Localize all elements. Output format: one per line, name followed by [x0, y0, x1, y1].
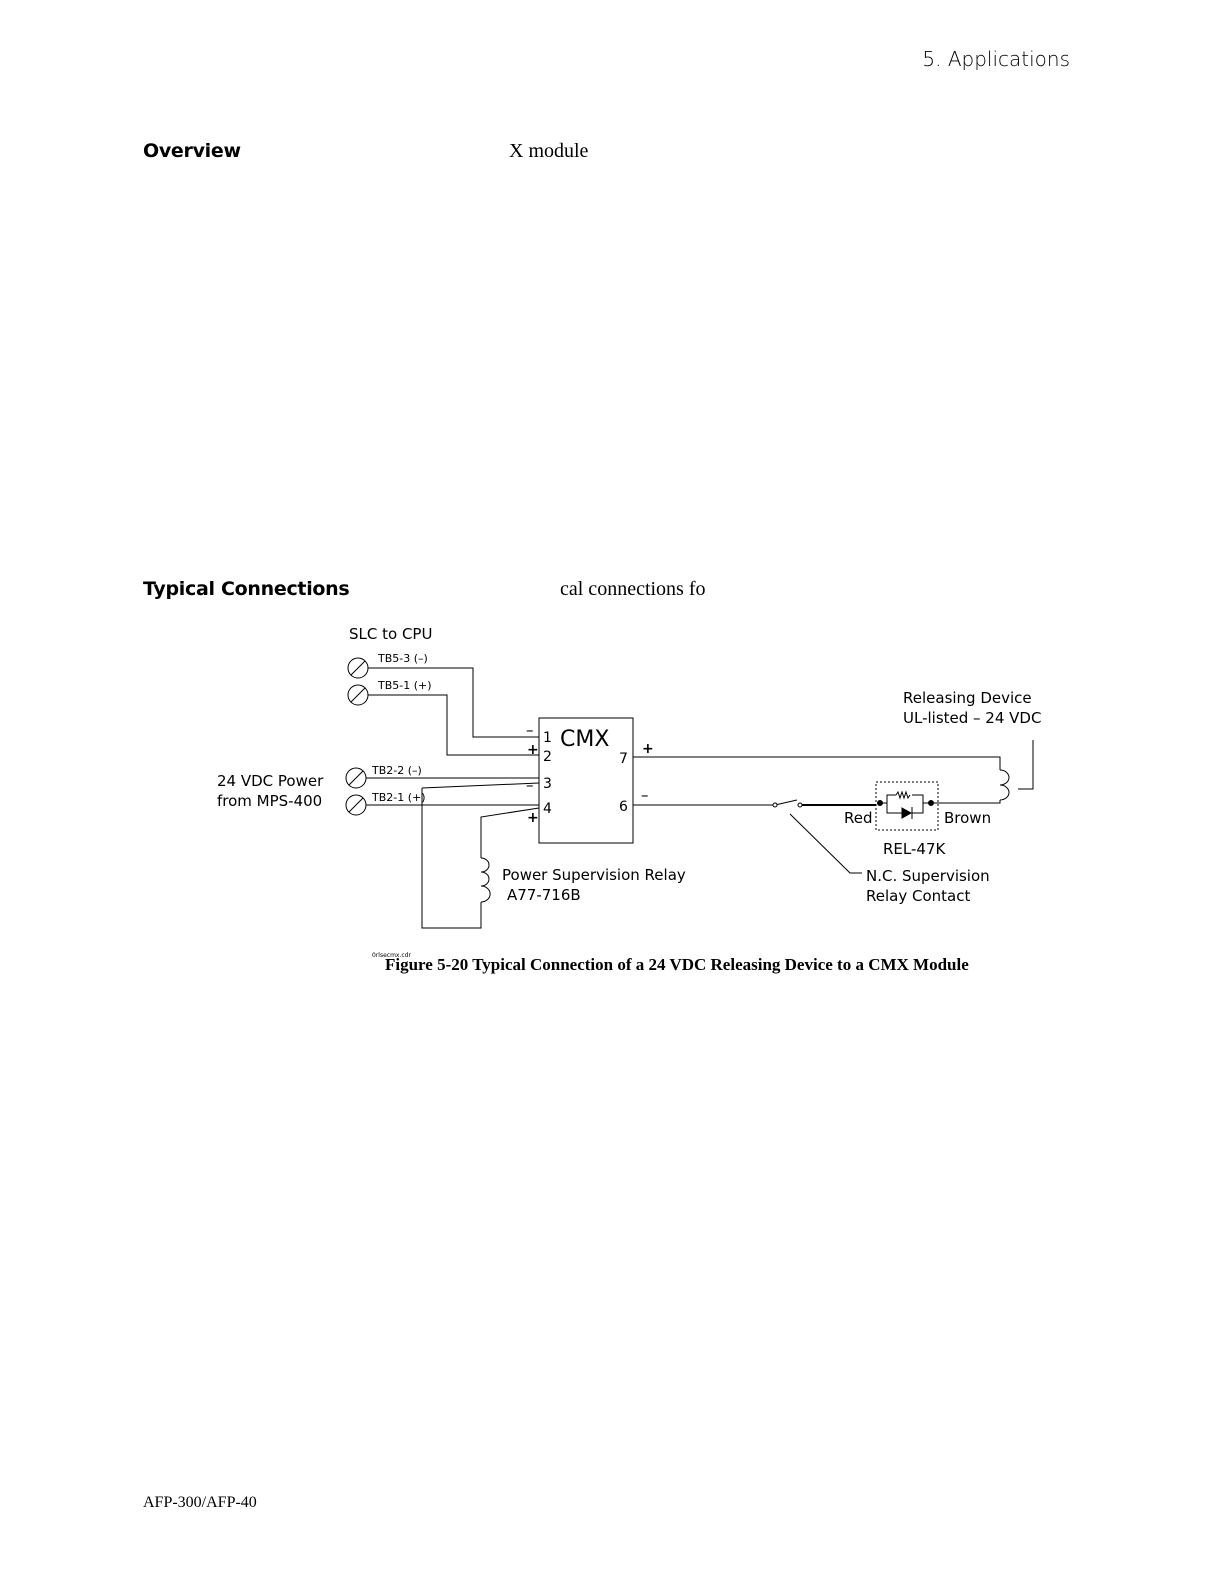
rel-47k-box	[875, 781, 939, 831]
cmx-module-box	[538, 717, 634, 844]
nc-supervision-label-line1: N.C. Supervision	[866, 867, 990, 885]
brown-wire-label: Brown	[944, 809, 991, 827]
power-label-line2: from MPS-400	[217, 792, 322, 810]
diagram-filename: 0rlsecmx.cdr	[372, 952, 411, 959]
power-supervision-relay-coil-icon	[480, 857, 491, 903]
page-header-section: 5. Applications	[922, 47, 1070, 71]
cmx-module-name: CMX	[560, 727, 609, 752]
wire-slc-plus	[368, 694, 539, 756]
overview-heading: Overview	[143, 140, 241, 162]
cmx-pin-2: 2	[543, 749, 552, 765]
releasing-device-label-line2: UL-listed – 24 VDC	[903, 709, 1041, 727]
power-supervision-relay-label-line1: Power Supervision Relay	[502, 866, 686, 884]
tb2-2-label: TB2-2 (–)	[371, 764, 422, 777]
nc-leader-line	[789, 813, 862, 874]
pin6-polarity: –	[641, 786, 649, 804]
pin7-polarity: +	[642, 741, 654, 757]
releasing-device-label-line1: Releasing Device	[903, 689, 1032, 707]
wire-slc-minus	[368, 667, 539, 738]
terminal-tb2-1-icon	[345, 794, 367, 816]
nc-switch-blade	[774, 799, 798, 806]
typical-connections-heading: Typical Connections	[143, 578, 350, 600]
pin1-polarity: –	[526, 721, 534, 739]
cmx-pin-4: 4	[543, 801, 552, 817]
cmx-pin-3: 3	[543, 776, 552, 792]
power-label-line1: 24 VDC Power	[217, 772, 324, 790]
cmx-pin-7: 7	[619, 751, 628, 767]
wire-output-plus	[633, 756, 1001, 770]
resistor-icon	[895, 790, 911, 800]
figure-caption: Figure 5-20 Typical Connection of a 24 V…	[385, 955, 969, 974]
releasing-device-bracket	[1018, 740, 1034, 790]
nc-supervision-label-line2: Relay Contact	[866, 887, 970, 905]
typical-connections-text-fragment: cal connections fo	[560, 578, 706, 600]
tb5-1-label: TB5-1 (+)	[377, 679, 432, 692]
releasing-device-coil-icon	[999, 769, 1010, 801]
pin4-polarity: +	[527, 810, 539, 826]
diode-icon	[901, 807, 913, 819]
wire-relay-loop	[421, 788, 482, 929]
pin3-polarity: –	[526, 776, 534, 794]
cmx-pin-1: 1	[543, 730, 552, 746]
cmx-pin-6: 6	[619, 799, 628, 815]
wire-power-minus-to-relay	[421, 782, 540, 789]
red-wire-label: Red	[844, 809, 873, 827]
terminal-tb2-2-icon	[345, 767, 367, 789]
rel-47k-label: REL-47K	[883, 840, 946, 858]
page-footer: AFP-300/AFP-40	[143, 1494, 257, 1511]
wire-relay-to-pin4	[480, 807, 540, 858]
pin2-polarity: +	[527, 742, 539, 758]
tb2-1-label: TB2-1 (+)	[371, 791, 426, 804]
terminal-tb5-1-icon	[347, 684, 369, 706]
tb5-3-label: TB5-3 (–)	[377, 652, 428, 665]
slc-label: SLC to CPU	[349, 625, 432, 643]
wire-output-minus-c	[934, 800, 1001, 804]
power-supervision-relay-label-line2: A77-716B	[507, 886, 581, 904]
overview-text-fragment: X module	[509, 140, 589, 162]
terminal-tb5-3-icon	[347, 657, 369, 679]
